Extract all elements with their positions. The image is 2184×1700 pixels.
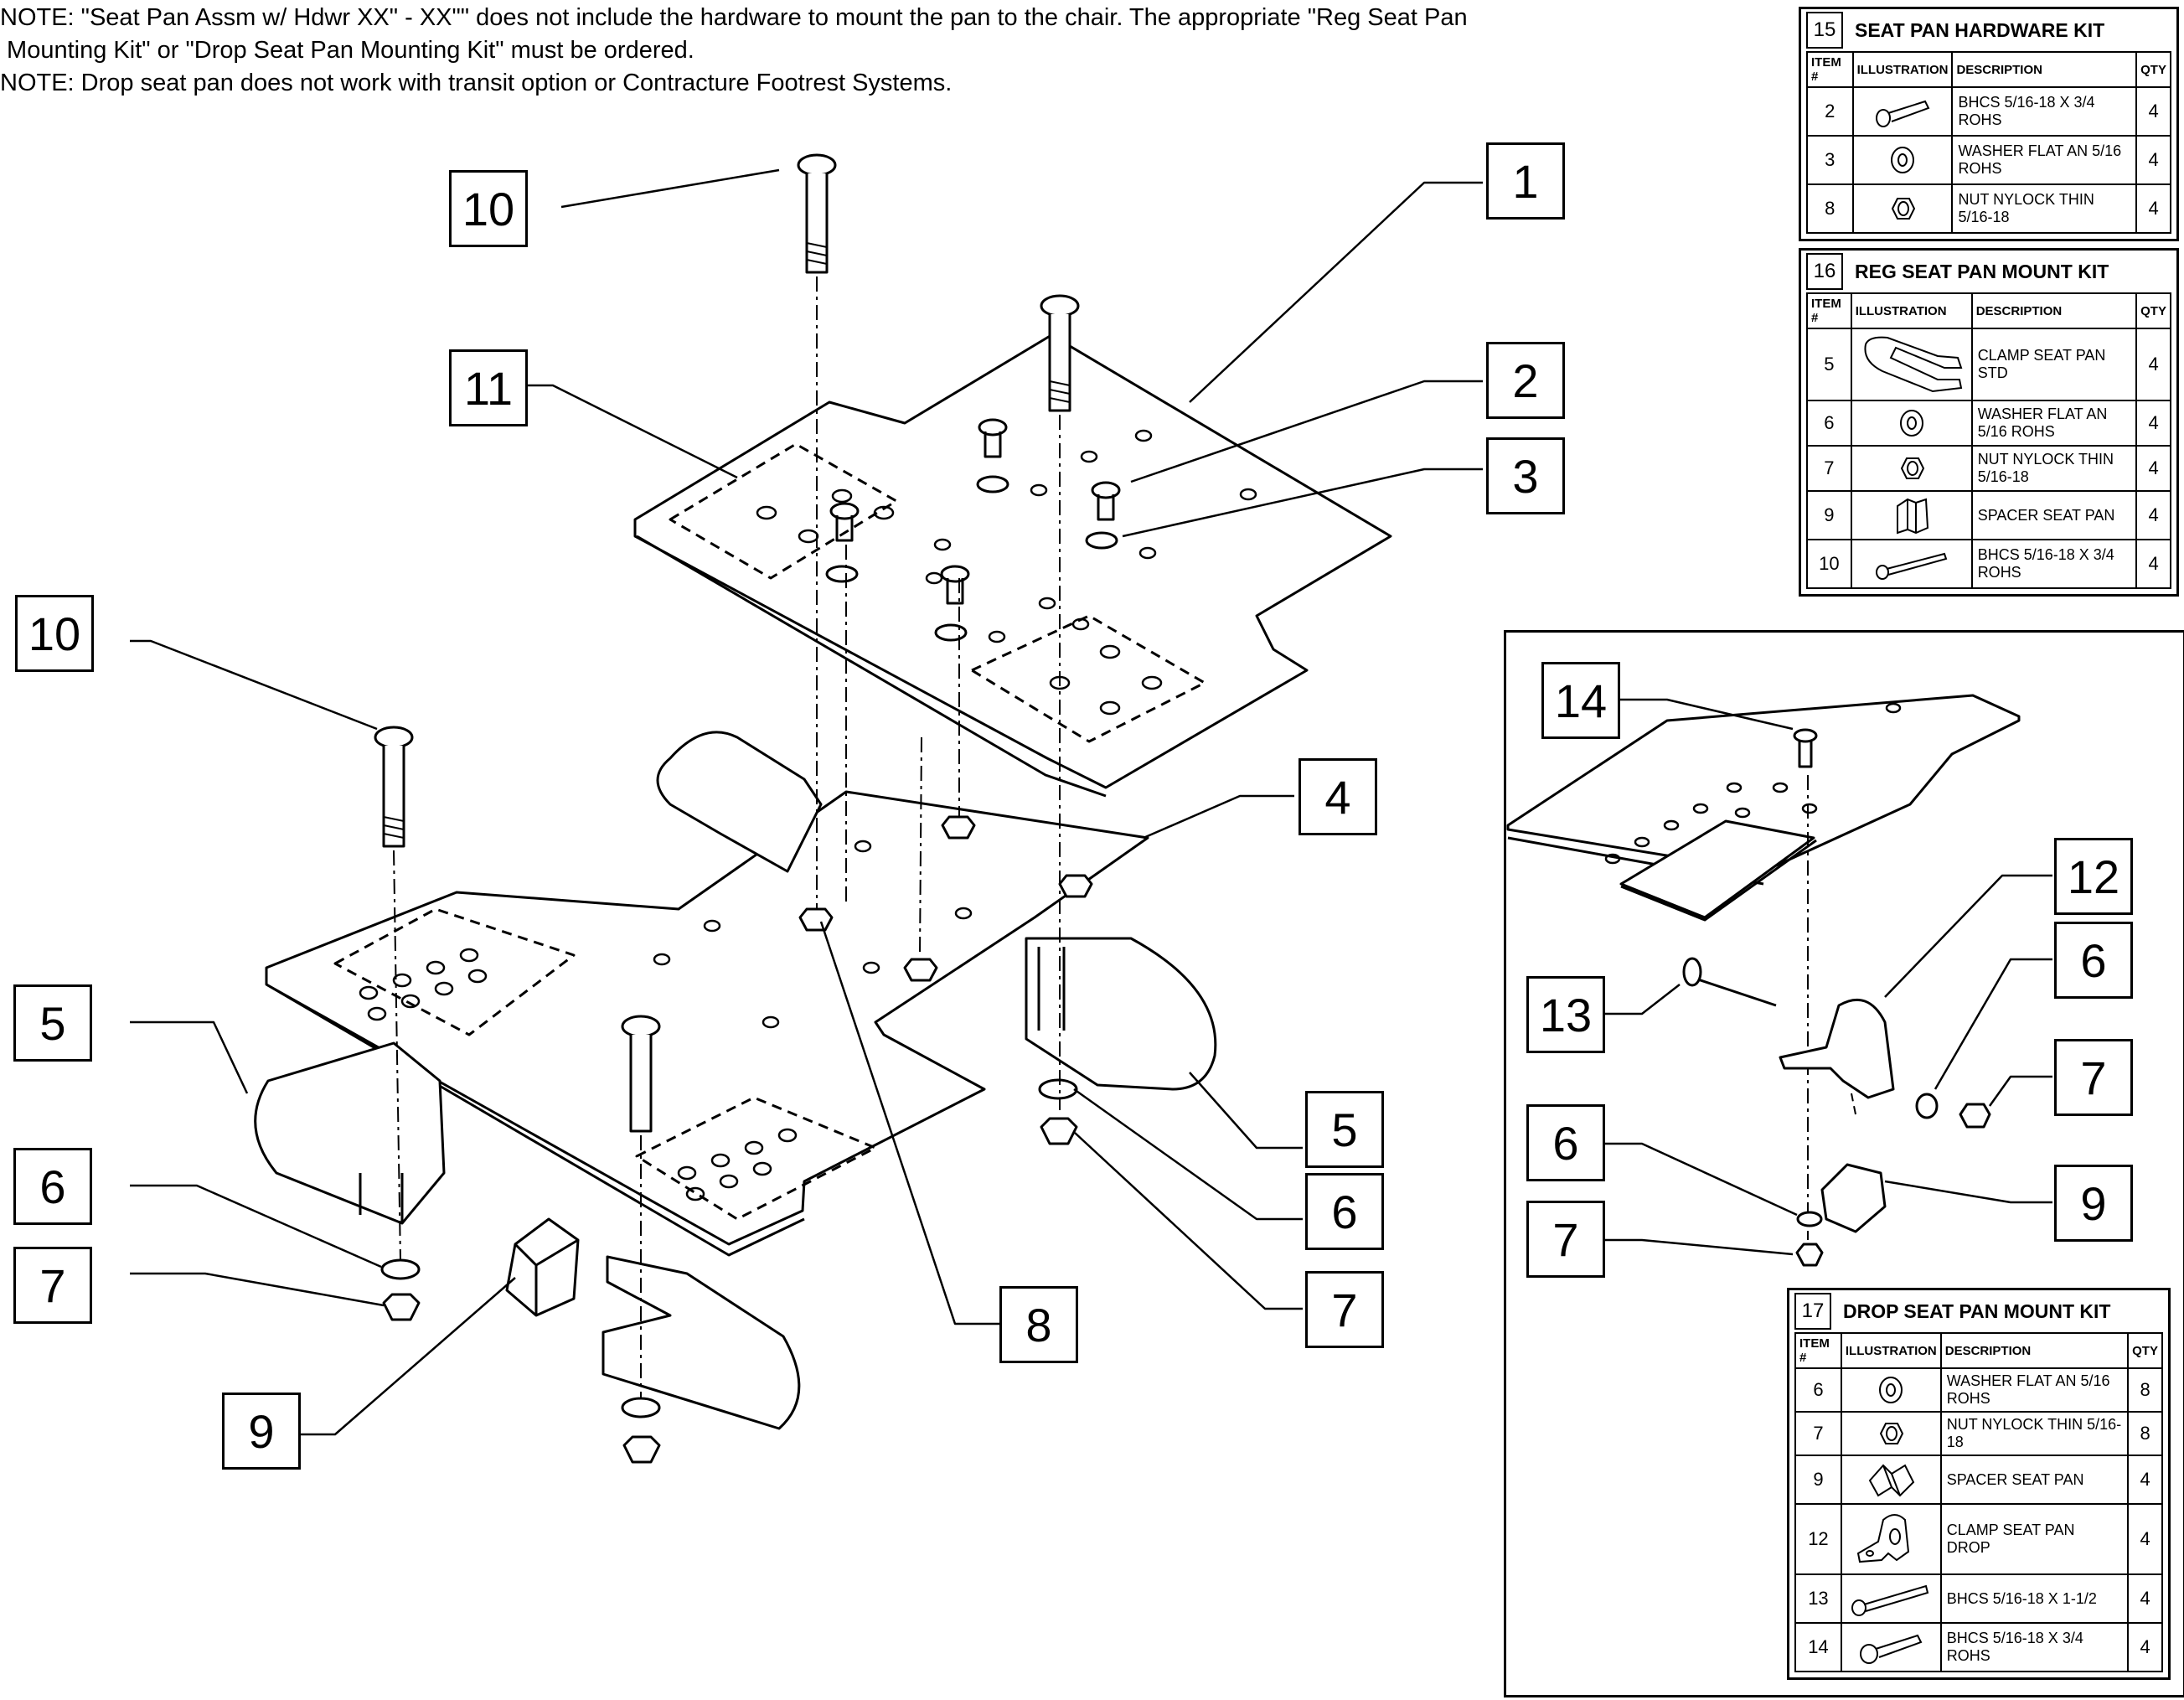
callout-5-right: 5 <box>1305 1091 1384 1168</box>
inset-callout-12: 12 <box>2054 838 2133 915</box>
col-item: ITEM # <box>1806 51 1854 88</box>
spacer-icon <box>1850 490 1973 540</box>
drop-clamp-icon <box>1840 1503 1942 1575</box>
long-bolt-icon <box>1850 539 1973 589</box>
kit-17-number: 17 <box>1794 1293 1831 1330</box>
nut-icon <box>1840 1411 1942 1456</box>
washers-nuts <box>380 475 1118 1464</box>
callout-4: 4 <box>1299 758 1377 835</box>
upper-seat-pan <box>633 333 1392 798</box>
nut-icon <box>1850 445 1973 492</box>
spacer <box>505 1217 580 1317</box>
long-bolt-icon <box>1840 1573 1942 1624</box>
col-illustration: ILLUSTRATION <box>1840 1332 1942 1369</box>
callout-7-left: 7 <box>13 1247 92 1324</box>
note-line-1: NOTE: "Seat Pan Assm w/ Hdwr XX" - XX"" … <box>0 4 1468 31</box>
col-qty: QTY <box>2127 1332 2163 1369</box>
inset-drop-seat-pan <box>1506 694 2052 1267</box>
callout-6-left: 6 <box>13 1148 92 1225</box>
clamp-left <box>254 1041 446 1225</box>
col-qty: QTY <box>2135 51 2171 88</box>
kit-17-title: DROP SEAT PAN MOUNT KIT <box>1843 1300 2111 1322</box>
bolt-icon <box>1840 1622 1942 1672</box>
leader-lines <box>130 168 1483 1436</box>
notes-block: NOTE: "Seat Pan Assm w/ Hdwr XX" - XX"" … <box>0 2 1743 100</box>
col-illustration: ILLUSTRATION <box>1850 292 1973 329</box>
kit-15-title: SEAT PAN HARDWARE KIT <box>1855 18 2105 41</box>
col-item: ITEM # <box>1806 292 1852 329</box>
callout-3: 3 <box>1486 437 1565 514</box>
clamp-icon <box>1850 328 1973 401</box>
bolt-upper-1 <box>1040 294 1080 412</box>
inset-callout-7-left: 7 <box>1526 1201 1605 1278</box>
inset-callout-6-right: 6 <box>2054 922 2133 999</box>
callout-5-left: 5 <box>13 984 92 1062</box>
kit-16-number: 16 <box>1806 253 1843 290</box>
washer-icon <box>1850 400 1973 447</box>
bolt-top-10 <box>797 153 837 274</box>
col-description: DESCRIPTION <box>1939 1332 2130 1369</box>
inset-callout-14: 14 <box>1541 662 1620 739</box>
small-bolts <box>829 418 1121 605</box>
bolt-left-10 <box>374 726 414 848</box>
bolt-icon <box>1851 86 1954 137</box>
kit-17-table: 17 DROP SEAT PAN MOUNT KIT ITEM #ILLUSTRA… <box>1787 1288 2171 1680</box>
inset-callout-13: 13 <box>1526 976 1605 1053</box>
clamp-back <box>656 731 823 873</box>
kit-16-table: 16 REG SEAT PAN MOUNT KIT ITEM #ILLUSTRAT… <box>1799 248 2179 597</box>
col-description: DESCRIPTION <box>1970 292 2138 329</box>
inset-callout-9: 9 <box>2054 1165 2133 1242</box>
callout-1: 1 <box>1486 142 1565 220</box>
inset-callout-7-right: 7 <box>2054 1039 2133 1116</box>
kit-15-number: 15 <box>1806 12 1843 49</box>
col-qty: QTY <box>2135 292 2171 329</box>
callout-10-top: 10 <box>449 170 528 247</box>
spacer-icon <box>1840 1455 1942 1505</box>
bolt-lower <box>621 1015 661 1133</box>
inset-callout-6-left: 6 <box>1526 1104 1605 1181</box>
callout-7-right: 7 <box>1305 1271 1384 1348</box>
clamp-bottom <box>602 1255 801 1430</box>
callout-2: 2 <box>1486 342 1565 419</box>
col-description: DESCRIPTION <box>1951 51 2138 88</box>
callout-10-left: 10 <box>15 595 94 672</box>
kit-16-title: REG SEAT PAN MOUNT KIT <box>1855 260 2109 282</box>
note-line-2: Mounting Kit" or "Drop Seat Pan Mounting… <box>0 37 694 64</box>
washer-icon <box>1851 135 1954 185</box>
note-line-3: NOTE: Drop seat pan does not work with t… <box>0 70 953 96</box>
nut-icon <box>1851 183 1954 234</box>
col-illustration: ILLUSTRATION <box>1851 51 1954 88</box>
washer-icon <box>1840 1367 1942 1413</box>
callout-8: 8 <box>999 1286 1078 1363</box>
kit-15-table: 15 SEAT PAN HARDWARE KIT ITEM #ILLUSTRATI… <box>1799 7 2179 241</box>
clamp-right <box>1025 937 1217 1091</box>
callout-6-right: 6 <box>1305 1173 1384 1250</box>
callout-9: 9 <box>222 1393 301 1470</box>
callout-11: 11 <box>449 349 528 426</box>
assembly-axes <box>393 276 1061 1399</box>
col-item: ITEM # <box>1794 1332 1842 1369</box>
